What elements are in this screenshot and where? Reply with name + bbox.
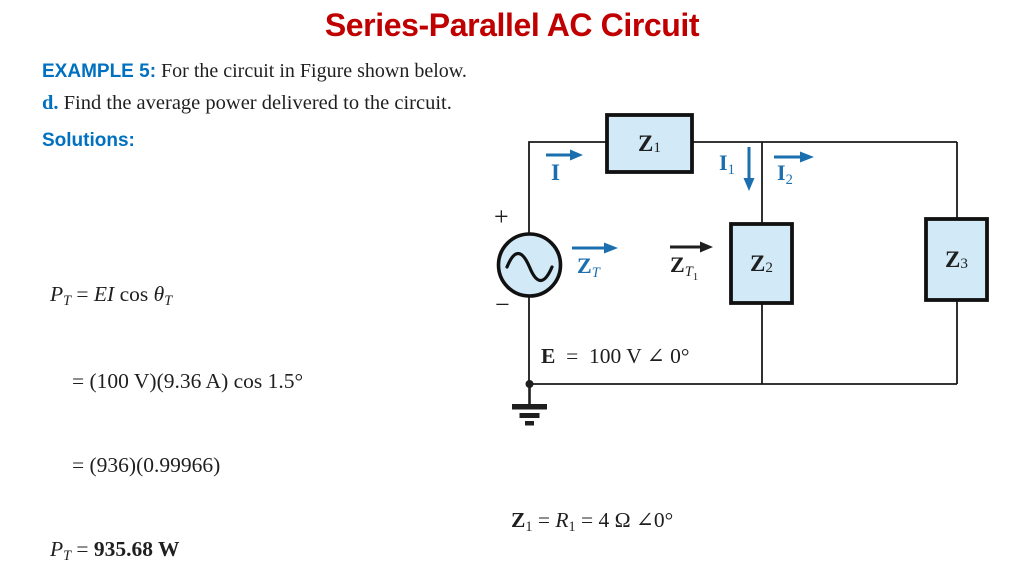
- text-segment: Z: [638, 130, 654, 156]
- power-equations: PT = EI cos θT = (100 V)(9.36 A) cos 1.5…: [50, 224, 303, 576]
- text-segment: 3: [960, 254, 968, 272]
- text-segment: = 4 Ω ∠0°: [575, 508, 674, 532]
- impedance-arrow-zt: [572, 242, 618, 254]
- text-segment: I: [551, 160, 560, 185]
- text-segment: E: [541, 344, 556, 368]
- text-segment: =: [71, 282, 94, 306]
- equation-line: PT = 935.68 W: [50, 535, 303, 566]
- source-minus-sign: −: [495, 290, 510, 319]
- text-segment: Z: [945, 246, 961, 272]
- text-segment: cos: [114, 282, 154, 306]
- current-label-i: I: [551, 160, 560, 186]
- text-segment: 1: [568, 518, 576, 535]
- text-segment: T: [63, 547, 72, 564]
- part-d-line: d. Find the average power delivered to t…: [42, 92, 452, 115]
- text-segment: Z: [750, 250, 766, 276]
- impedance-box-z2: [729, 222, 794, 305]
- text-segment: = 100 V ∠ 0°: [555, 344, 690, 368]
- text-segment: T: [164, 292, 173, 309]
- text-segment: θ: [153, 282, 165, 306]
- text-segment: P: [50, 282, 64, 306]
- current-arrow-i: [546, 149, 583, 161]
- equation-line: PT = EI cos θT: [50, 280, 303, 311]
- text-segment: 1: [692, 270, 699, 283]
- text-segment: = (100 V)(9.36 A) cos 1.5°: [72, 369, 304, 393]
- impedance-equations: Z1 = R1 = 4 Ω ∠0° Z2 = R2 − j XC = 9 Ω −…: [511, 452, 938, 576]
- top-wire: [528, 141, 957, 234]
- impedance-label-zt1: ZT1: [670, 252, 698, 283]
- source-plus-sign: +: [494, 202, 509, 231]
- circuit-diagram: [496, 113, 989, 426]
- current-arrow-i2: [774, 151, 814, 163]
- text-segment: Z: [577, 253, 592, 278]
- text-segment: I: [719, 150, 728, 175]
- current-arrow-i1: [743, 147, 755, 191]
- ac-source-icon: [496, 232, 563, 298]
- text-segment: =: [532, 508, 556, 532]
- text-segment: 1: [653, 138, 661, 156]
- text-segment: T: [684, 264, 693, 281]
- text-segment: P: [50, 537, 64, 561]
- current-label-i2: I2: [777, 160, 793, 189]
- page-title: Series-Parallel AC Circuit: [324, 7, 700, 43]
- equation-line: = (100 V)(9.36 A) cos 1.5°: [50, 367, 303, 395]
- impedance-box-z3: [924, 217, 989, 302]
- text-segment: 935.68 W: [93, 537, 180, 561]
- text-segment: T: [63, 292, 72, 309]
- ground-icon: [512, 380, 547, 426]
- source-voltage-label: E = 100 V ∠ 0°: [541, 344, 689, 369]
- text-segment: Z: [670, 252, 685, 277]
- part-d-text: Find the average power delivered to the …: [63, 92, 452, 114]
- text-segment: R: [555, 508, 569, 532]
- solutions-label: Solutions:: [42, 130, 135, 151]
- part-d-label: d.: [42, 92, 59, 114]
- sine-wave-icon: [505, 251, 554, 283]
- equation-line: = (936)(0.99966): [50, 451, 303, 479]
- example-label: EXAMPLE 5:: [42, 61, 157, 82]
- text-segment: EI: [93, 282, 115, 306]
- text-segment: 1: [727, 162, 735, 179]
- text-segment: 2: [785, 172, 793, 189]
- example-text: For the circuit in Figure shown below.: [161, 60, 467, 82]
- text-segment: Z: [511, 508, 526, 532]
- text-segment: 1: [525, 518, 533, 535]
- text-segment: T: [591, 265, 600, 282]
- equation-line: Z1 = R1 = 4 Ω ∠0°: [511, 507, 938, 538]
- text-segment: I: [777, 160, 786, 185]
- impedance-box-z1: [605, 113, 694, 174]
- text-segment: = (936)(0.99966): [72, 453, 221, 477]
- example-line: EXAMPLE 5: For the circuit in Figure sho…: [42, 60, 467, 83]
- text-segment: 2: [765, 258, 773, 276]
- text-segment: =: [71, 537, 94, 561]
- impedance-label-zt: ZT: [577, 253, 600, 282]
- current-label-i1: I1: [719, 150, 735, 179]
- impedance-arrow-zt1: [670, 241, 713, 253]
